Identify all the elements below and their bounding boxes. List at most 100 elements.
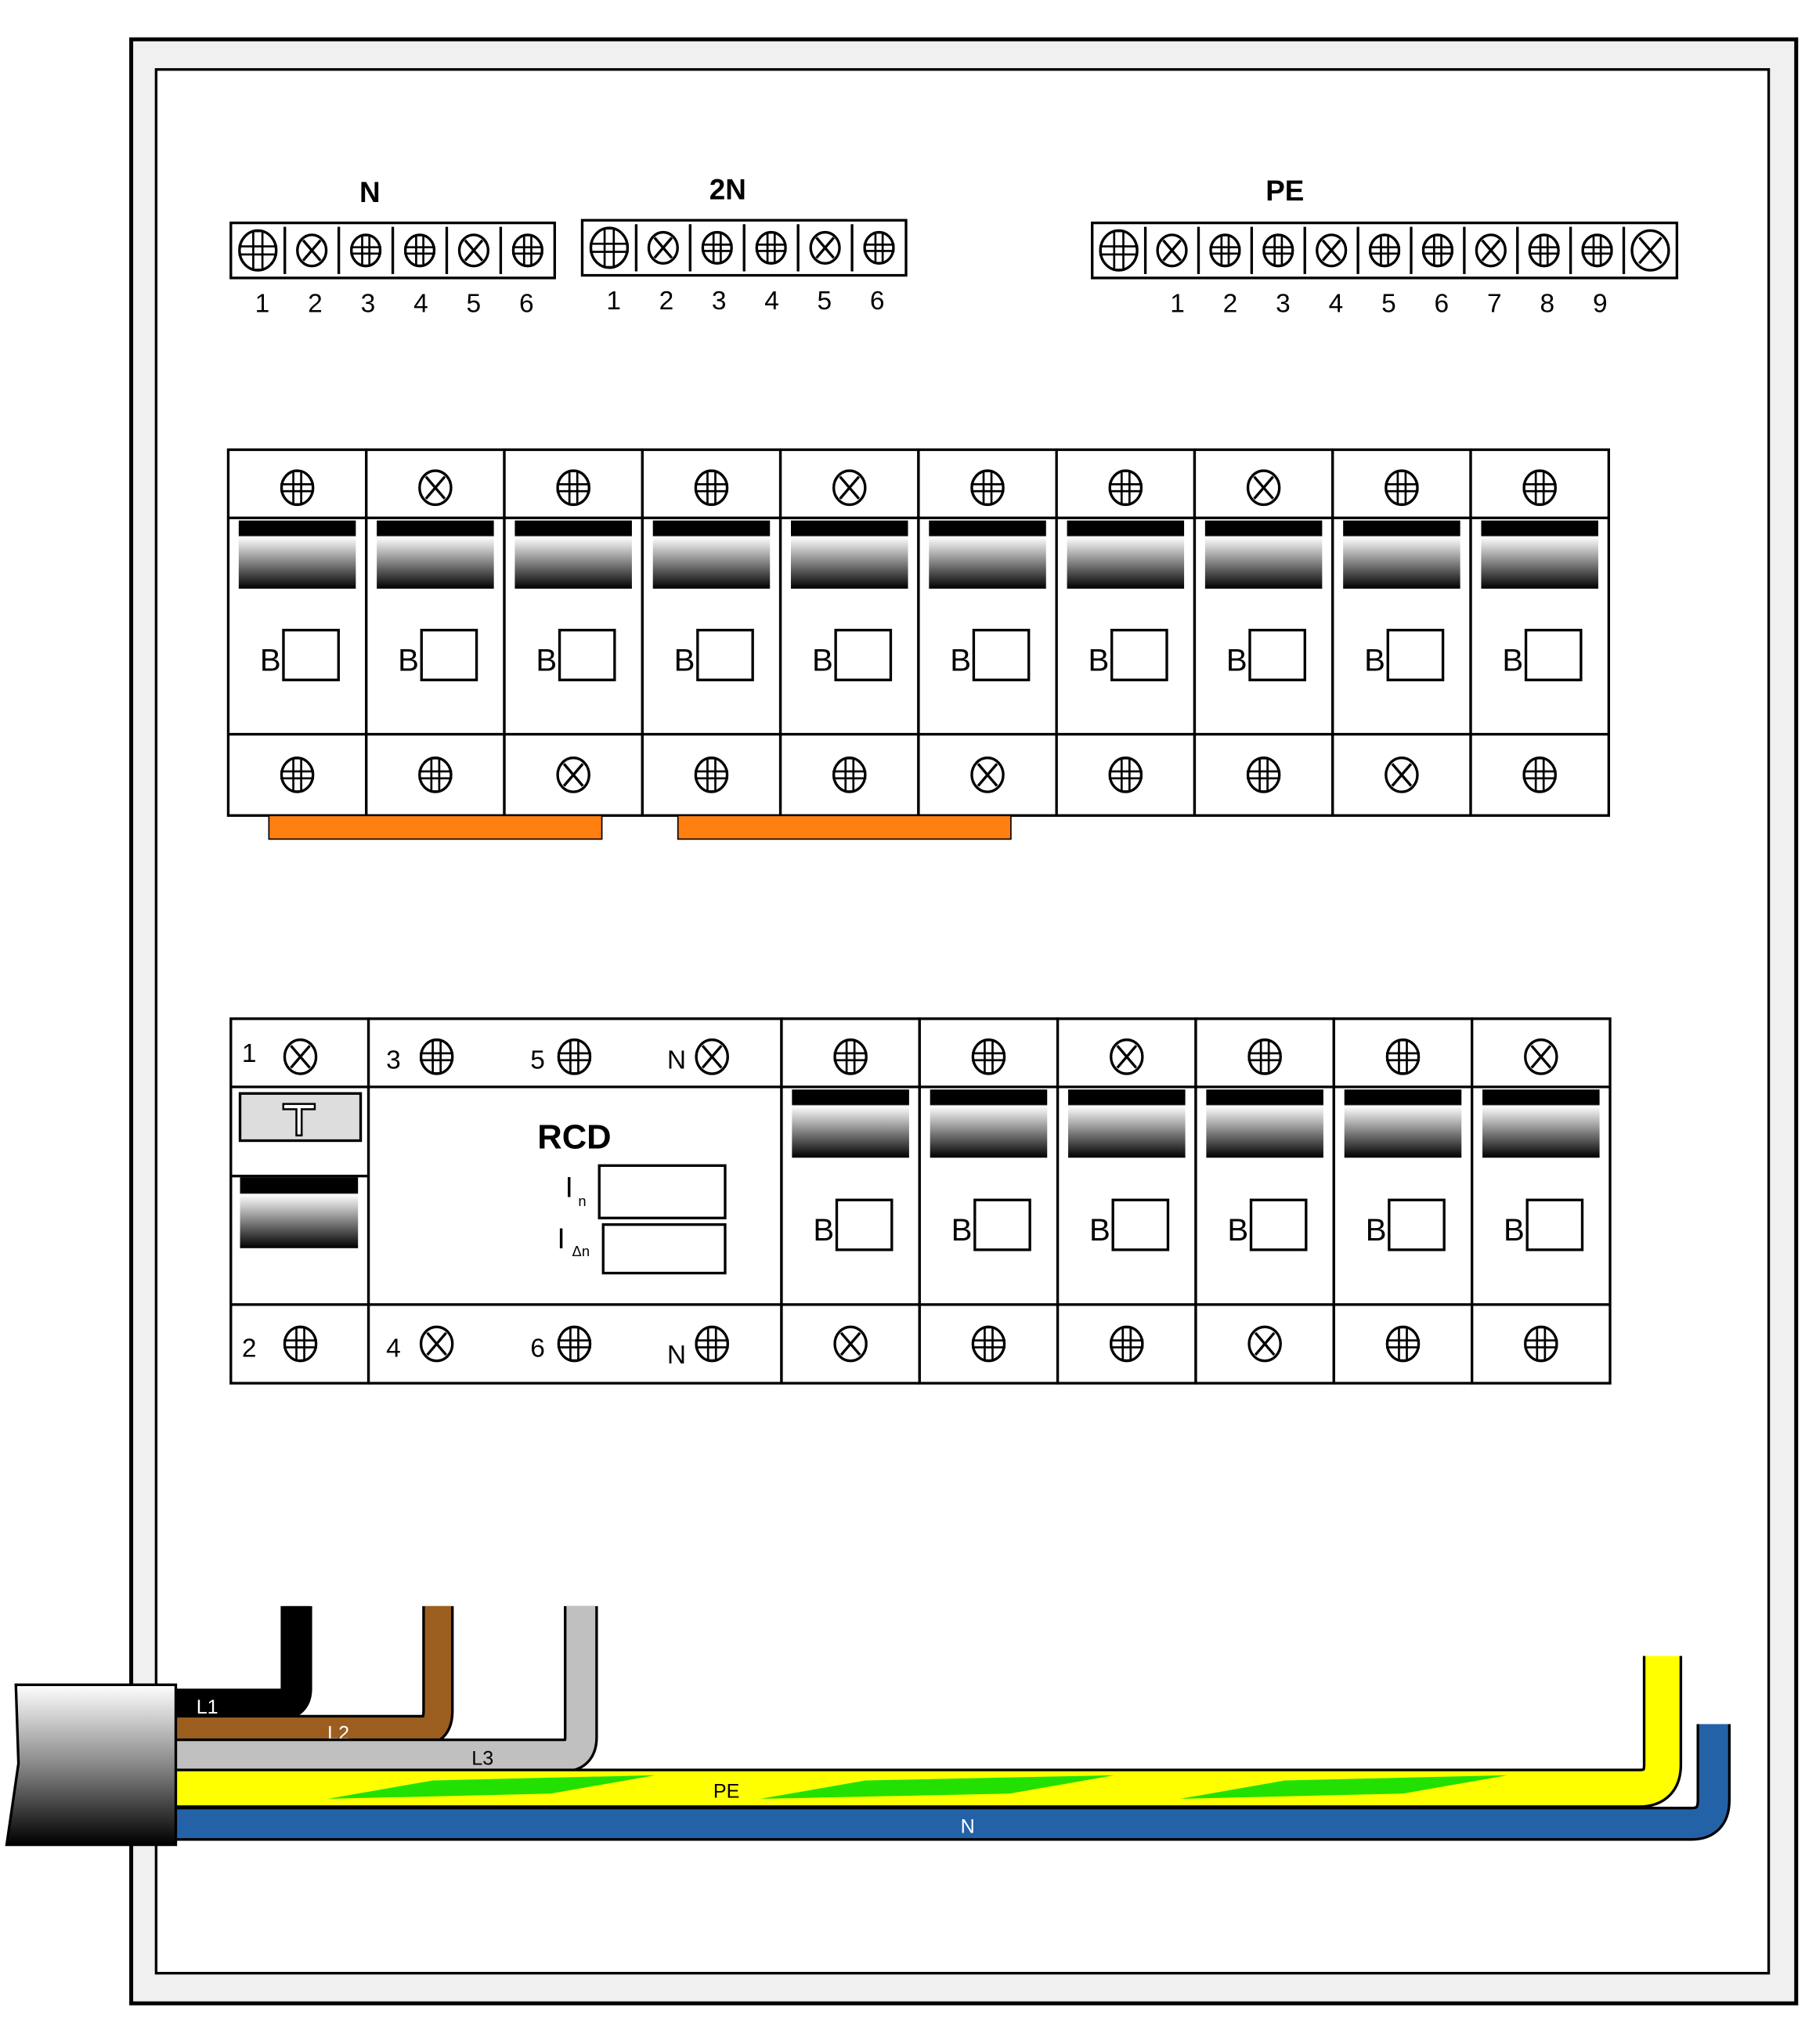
- screw-icon[interactable]: [701, 230, 733, 265]
- breaker-toggle-handle[interactable]: [1206, 1089, 1323, 1158]
- breaker-toggle-handle[interactable]: [1204, 520, 1323, 589]
- screw-icon[interactable]: [1110, 1325, 1144, 1363]
- screw-icon[interactable]: [1246, 757, 1281, 793]
- screw-icon[interactable]: [350, 233, 382, 268]
- breaker-toggle-handle[interactable]: [1482, 1089, 1600, 1158]
- breaker-toggle-handle[interactable]: [1343, 520, 1460, 589]
- screw-icon[interactable]: [556, 469, 590, 507]
- screw-icon[interactable]: [1528, 233, 1560, 268]
- breaker-rating-box[interactable]: [1386, 628, 1445, 681]
- screw-icon[interactable]: [1421, 233, 1454, 268]
- breaker-toggle-handle[interactable]: [514, 520, 632, 589]
- breaker-rating-box[interactable]: [1249, 1198, 1308, 1251]
- terminal-number: 3: [712, 287, 727, 316]
- screw-icon[interactable]: [832, 469, 867, 507]
- screw-icon[interactable]: [1247, 1038, 1282, 1075]
- rated-current-box[interactable]: [598, 1164, 727, 1219]
- breaker-toggle-handle[interactable]: [792, 1089, 909, 1158]
- breaker-toggle-handle[interactable]: [1481, 520, 1598, 589]
- screw-icon[interactable]: [1385, 1038, 1421, 1075]
- screw-icon[interactable]: [1099, 229, 1139, 272]
- screw-icon[interactable]: [403, 233, 436, 268]
- screw-icon[interactable]: [1524, 1038, 1558, 1075]
- screw-icon[interactable]: [238, 229, 278, 272]
- screw-icon[interactable]: [1108, 757, 1143, 793]
- screw-icon[interactable]: [971, 1325, 1006, 1363]
- breaker-rating-box[interactable]: [1111, 1198, 1170, 1251]
- breaker-rating-box[interactable]: [1388, 1198, 1446, 1251]
- screw-icon[interactable]: [511, 233, 543, 268]
- screw-icon[interactable]: [647, 230, 679, 265]
- screw-icon[interactable]: [1209, 233, 1241, 268]
- screw-icon[interactable]: [863, 230, 895, 265]
- breaker-rating-box[interactable]: [420, 628, 478, 681]
- breaker-toggle-handle[interactable]: [1068, 1089, 1186, 1158]
- screw-icon[interactable]: [1385, 1325, 1421, 1363]
- screw-icon[interactable]: [809, 230, 841, 265]
- breaker-rating-box[interactable]: [972, 628, 1031, 681]
- rcd-toggle-handle[interactable]: [240, 1177, 359, 1248]
- breaker-rating-box[interactable]: [973, 1198, 1031, 1251]
- screw-icon[interactable]: [280, 469, 315, 507]
- screw-icon[interactable]: [589, 226, 630, 269]
- screw-icon[interactable]: [1247, 1325, 1282, 1363]
- screw-icon[interactable]: [1385, 469, 1419, 507]
- breaker-rating-box[interactable]: [558, 628, 616, 681]
- screw-icon[interactable]: [556, 757, 590, 793]
- screw-icon[interactable]: [1262, 233, 1294, 268]
- breaker-toggle-handle[interactable]: [1067, 520, 1185, 589]
- screw-icon[interactable]: [419, 1325, 454, 1363]
- screw-icon[interactable]: [1475, 233, 1507, 268]
- breaker-toggle-handle[interactable]: [790, 520, 908, 589]
- screw-icon[interactable]: [557, 1325, 592, 1363]
- breaker-rating-box[interactable]: [282, 628, 340, 681]
- screw-icon[interactable]: [1110, 1038, 1144, 1075]
- breaker-rating-box[interactable]: [834, 628, 893, 681]
- residual-current-box[interactable]: [601, 1222, 727, 1275]
- screw-icon[interactable]: [970, 469, 1005, 507]
- breaker-rating-box[interactable]: [1525, 1198, 1584, 1251]
- screw-icon[interactable]: [280, 757, 315, 793]
- screw-icon[interactable]: [971, 1038, 1006, 1075]
- breaker-toggle-handle[interactable]: [377, 520, 494, 589]
- screw-icon[interactable]: [418, 757, 453, 793]
- screw-icon[interactable]: [457, 233, 490, 268]
- breaker-rating-box[interactable]: [696, 628, 754, 681]
- screw-slot: [283, 1339, 317, 1349]
- screw-icon[interactable]: [970, 757, 1005, 793]
- screw-icon[interactable]: [283, 1038, 318, 1075]
- breaker-rating-box[interactable]: [1110, 628, 1168, 681]
- screw-icon[interactable]: [833, 1038, 868, 1075]
- screw-icon[interactable]: [694, 757, 729, 793]
- screw-icon[interactable]: [1524, 1325, 1558, 1363]
- screw-icon[interactable]: [418, 469, 453, 507]
- screw-icon[interactable]: [419, 1038, 454, 1075]
- screw-icon[interactable]: [833, 1325, 868, 1363]
- screw-icon[interactable]: [695, 1038, 729, 1075]
- screw-icon[interactable]: [1581, 233, 1613, 268]
- breaker-rating-box[interactable]: [1524, 628, 1583, 681]
- breaker-toggle-handle[interactable]: [1344, 1089, 1462, 1158]
- screw-icon[interactable]: [1108, 469, 1143, 507]
- screw-icon[interactable]: [1156, 233, 1188, 268]
- screw-icon[interactable]: [557, 1038, 592, 1075]
- breaker-toggle-handle[interactable]: [929, 520, 1046, 589]
- screw-icon[interactable]: [694, 469, 729, 507]
- breaker-toggle-handle[interactable]: [652, 520, 771, 589]
- breaker-toggle-handle[interactable]: [930, 1089, 1048, 1158]
- screw-icon[interactable]: [1630, 229, 1670, 272]
- screw-icon[interactable]: [1246, 469, 1281, 507]
- screw-icon[interactable]: [296, 233, 328, 268]
- breaker-rating-box[interactable]: [835, 1198, 894, 1251]
- screw-icon[interactable]: [283, 1325, 318, 1363]
- screw-icon[interactable]: [695, 1325, 729, 1363]
- screw-icon[interactable]: [1316, 233, 1348, 268]
- screw-icon[interactable]: [1368, 233, 1401, 268]
- breaker-toggle-handle[interactable]: [238, 520, 356, 589]
- screw-icon[interactable]: [1522, 469, 1557, 507]
- screw-icon[interactable]: [832, 757, 867, 793]
- screw-icon[interactable]: [1522, 757, 1557, 793]
- screw-icon[interactable]: [755, 230, 787, 265]
- breaker-rating-box[interactable]: [1248, 628, 1306, 681]
- screw-icon[interactable]: [1385, 757, 1419, 793]
